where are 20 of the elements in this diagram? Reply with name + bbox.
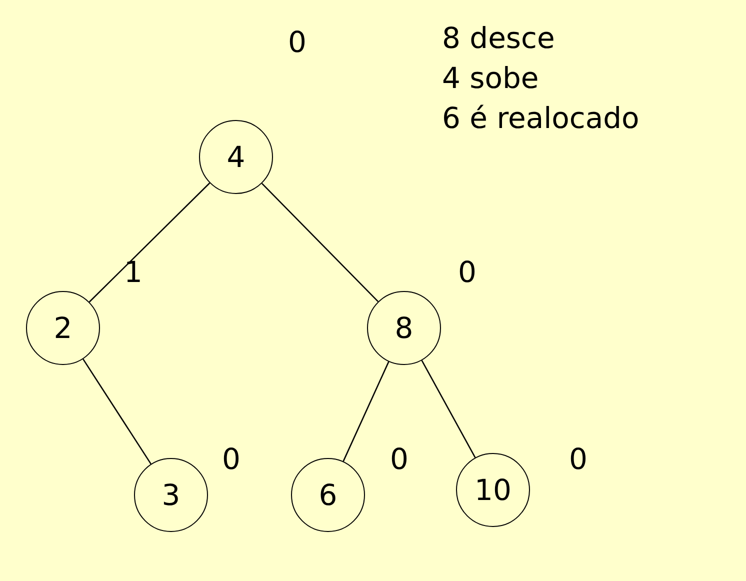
balance-factor: 1 [124, 258, 142, 287]
node-value: 6 [318, 480, 338, 510]
balance-factor: 0 [458, 258, 476, 287]
note-text: 4 sobe [442, 60, 540, 97]
balance-factor: 0 [569, 445, 588, 474]
balance-factor: 0 [288, 28, 306, 57]
note-text: 8 desce [442, 20, 556, 57]
balance-factor: 0 [222, 445, 240, 474]
node-value: 8 [394, 314, 414, 342]
tree-edge [421, 360, 476, 458]
node-value: 2 [54, 314, 72, 342]
tree-edge [88, 182, 210, 302]
node-value: 10 [474, 476, 512, 504]
balance-factor: 0 [390, 445, 408, 474]
note-text: 6 é realocado [442, 100, 640, 137]
tree-edge [82, 358, 152, 464]
node-value: 3 [162, 480, 180, 510]
tree-edge [261, 182, 379, 302]
tree-edge [342, 361, 390, 462]
node-value: 4 [226, 142, 246, 172]
